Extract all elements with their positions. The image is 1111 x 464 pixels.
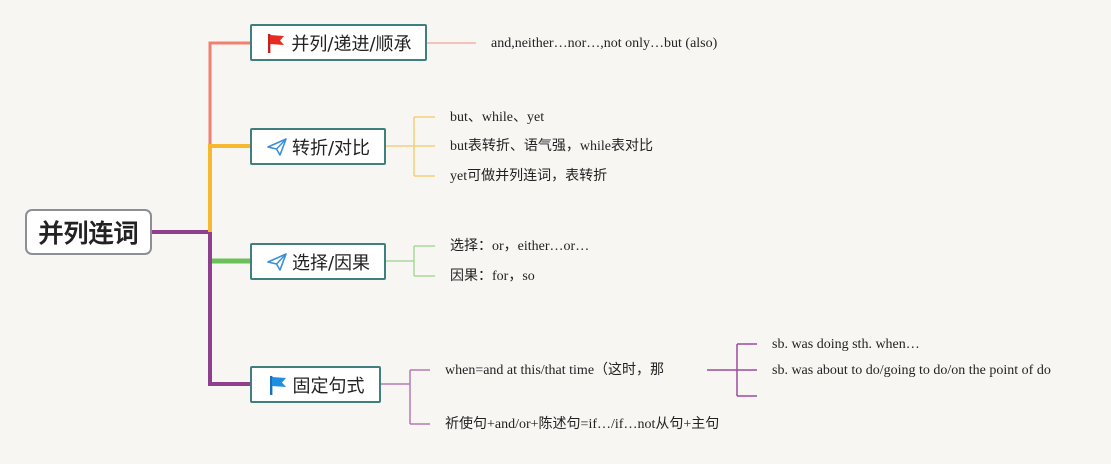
leaf-item[interactable]: when=and at this/that time（这时，那 [445,363,665,378]
leaf-item[interactable]: but、while、yet [450,110,545,125]
branch-label: 并列/递进/顺承 [291,33,412,55]
paper-plane-icon [266,136,288,158]
branch-contrast[interactable]: 转折/对比 [250,128,386,165]
subleaf-item[interactable]: sb. was about to do/going to do/on the p… [772,363,1051,378]
branch-label: 固定句式 [292,375,365,397]
leaf-item[interactable]: 祈使句+and/or+陈述句=if…/if…not从句+主句 [445,417,720,432]
root-topic-label: 并列连词 [38,219,139,248]
red-flag-icon [265,32,287,54]
leaf-item[interactable]: but表转折、语气强，while表对比 [450,139,653,154]
leaf-item[interactable]: 因果：for，so [450,269,535,284]
leaf-item[interactable]: 选择：or，either…or… [450,239,590,254]
blue-flag-icon [267,374,289,396]
leaf-item[interactable]: yet可做并列连词，表转折 [450,169,608,184]
subleaf-item[interactable]: sb. was doing sth. when… [772,337,920,352]
paper-plane-icon [266,251,288,273]
root-topic[interactable]: 并列连词 [25,209,152,255]
leaf-item[interactable]: and,neither…nor…,not only…but (also) [491,36,718,51]
branch-label: 转折/对比 [291,137,371,159]
branch-choice-cause[interactable]: 选择/因果 [250,243,386,280]
branch-label: 选择/因果 [291,252,371,274]
branch-parallel-progressive[interactable]: 并列/递进/顺承 [250,24,427,61]
branch-fixed-patterns[interactable]: 固定句式 [250,366,381,403]
